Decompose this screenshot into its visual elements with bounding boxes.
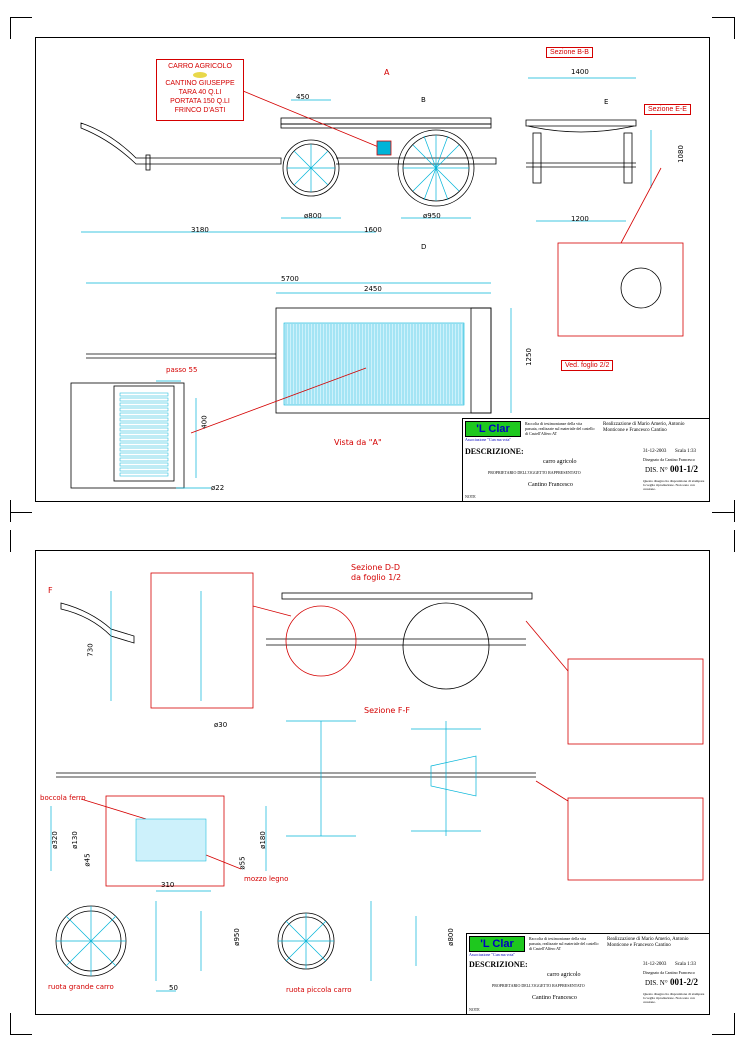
section-marker-d: D <box>421 243 427 251</box>
description-value: carro agricolo <box>543 459 577 465</box>
dim-30: ø30 <box>214 721 228 729</box>
description-heading: DESCRIZIONE: <box>465 447 524 456</box>
note-label: NOTE <box>465 494 476 499</box>
collection-note: Raccolta di testimonianze della vita pas… <box>525 421 595 436</box>
section-dd-label: Sezione D-D da foglio 1/2 <box>351 563 402 582</box>
dim-1200: 1200 <box>571 215 589 223</box>
association-name: Associazione "Cun ma vota" <box>465 437 512 442</box>
association-name: Associazione "Cun ma vota" <box>469 952 516 957</box>
small-wheel-label: ruota piccola carro <box>286 986 352 994</box>
note-label: NOTE <box>469 1007 480 1012</box>
hub-label: mozzo legno <box>244 875 289 883</box>
dim-320: ø320 <box>50 831 59 849</box>
association-logo: 'L Clar <box>469 936 525 952</box>
dim-180: ø180 <box>258 831 267 849</box>
date: 31-12-2003 <box>643 449 667 454</box>
section-ff-label: Sezione F-F <box>364 706 410 715</box>
dim-450: 450 <box>296 93 310 101</box>
crop-mark <box>734 17 735 39</box>
disclaimer: Questo disegno ha disposizione di stampa… <box>643 992 705 1004</box>
dim-950: ø950 <box>423 212 441 220</box>
crop-mark <box>734 500 735 522</box>
large-wheel-label: ruota grande carro <box>48 983 114 991</box>
dim-3180: 3180 <box>191 226 209 234</box>
crop-mark <box>10 1013 11 1035</box>
crop-mark <box>10 530 11 552</box>
dim-800: ø800 <box>446 928 455 946</box>
section-marker-e: E <box>604 98 609 106</box>
plate-line: CANTINO GIUSEPPE <box>165 80 235 87</box>
owner-plate: CARRO AGRICOLO CANTINO GIUSEPPE TARA 40 … <box>156 59 244 121</box>
disclaimer: Questo disegno ha disposizione di stampa… <box>643 479 705 491</box>
crop-mark <box>10 17 32 18</box>
dim-1400: 1400 <box>571 68 589 76</box>
scale: Scala 1:33 <box>675 962 696 967</box>
crop-mark <box>10 500 11 522</box>
dim-2450: 2450 <box>364 285 382 293</box>
owner-name: Cantino Francesco <box>528 482 573 488</box>
dim-55: ø55 <box>238 856 247 870</box>
section-ee-label: Sezione E-E <box>644 104 691 115</box>
drawing-number-label: DIS. N° <box>645 466 668 474</box>
sheet-2-drawing <box>50 572 704 992</box>
plate-line: PORTATA 150 Q.LI <box>170 98 230 105</box>
title-block: 'L Clar Associazione "Cun ma vota" Racco… <box>462 418 710 502</box>
drawing-number: 001-1/2 <box>670 464 698 474</box>
drawing-sheet-1: CARRO AGRICOLO CANTINO GIUSEPPE TARA 40 … <box>35 37 710 502</box>
dim-400: 400 <box>200 415 209 429</box>
dim-950: ø950 <box>232 928 241 946</box>
drawn-by: Disegnato da Cantino Francesco <box>643 457 695 462</box>
dim-1600: 1600 <box>364 226 382 234</box>
dim-22: ø22 <box>211 484 225 492</box>
dim-45: ø45 <box>83 853 92 867</box>
see-sheet-label: Ved. foglio 2/2 <box>561 360 614 371</box>
view-a-label: Vista da "A" <box>334 438 382 447</box>
crop-mark <box>734 1013 735 1035</box>
crop-mark <box>10 512 32 513</box>
drawn-by: Disegnato da Cantino Francesco <box>643 970 695 975</box>
crop-mark <box>712 17 734 18</box>
section-marker-b: B <box>421 96 426 104</box>
plate-line: CARRO AGRICOLO <box>168 63 232 70</box>
dim-50: 50 <box>169 984 178 992</box>
plate-line: TARA 40 Q.LI <box>178 89 222 96</box>
dim-1250: 1250 <box>524 348 533 366</box>
passo-label: passo 55 <box>166 366 198 374</box>
date: 31-12-2003 <box>643 962 667 967</box>
sheet-1-drawing <box>70 77 684 489</box>
owner-heading: PROPRIETARIO DELL'OGGETTO RAPPRESENTATO <box>492 983 585 988</box>
authors: Realizzazione di Mario Amerio, Antonio M… <box>607 937 689 948</box>
dim-5700: 5700 <box>281 275 299 283</box>
crop-mark <box>10 1034 32 1035</box>
dim-310: 310 <box>161 881 175 889</box>
bushing-label: boccola ferro <box>40 794 86 802</box>
association-logo: 'L Clar <box>465 421 521 437</box>
owner-heading: PROPRIETARIO DELL'OGGETTO RAPPRESENTATO <box>488 470 581 475</box>
view-marker-f: F <box>48 586 53 595</box>
description-value: carro agricolo <box>547 972 581 978</box>
owner-name: Cantino Francesco <box>532 995 577 1001</box>
section-bb-label: Sezione B-B <box>546 47 593 58</box>
description-heading: DESCRIZIONE: <box>469 960 528 969</box>
authors: Realizzazione di Mario Amerio, Antonio M… <box>603 422 685 433</box>
plate-oval <box>193 72 207 78</box>
dim-130: ø130 <box>70 831 79 849</box>
scale: Scala 1:33 <box>675 449 696 454</box>
title-block: 'L Clar Associazione "Cun ma vota" Racco… <box>466 933 710 1015</box>
plate-line: FRINCO D'ASTI <box>174 107 226 114</box>
crop-mark <box>734 530 735 552</box>
view-marker-a: A <box>384 68 390 77</box>
drawing-number-label: DIS. N° <box>645 979 668 987</box>
crop-mark <box>10 17 11 39</box>
dim-800: ø800 <box>304 212 322 220</box>
drawing-sheet-2: F Sezione D-D da foglio 1/2 Sezione F-F … <box>35 550 710 1015</box>
dim-730: 730 <box>86 643 95 657</box>
crop-mark <box>712 1034 734 1035</box>
drawing-number: 001-2/2 <box>670 977 698 987</box>
collection-note: Raccolta di testimonianze della vita pas… <box>529 936 599 951</box>
dim-1080: 1080 <box>676 145 685 163</box>
crop-mark <box>712 512 734 513</box>
